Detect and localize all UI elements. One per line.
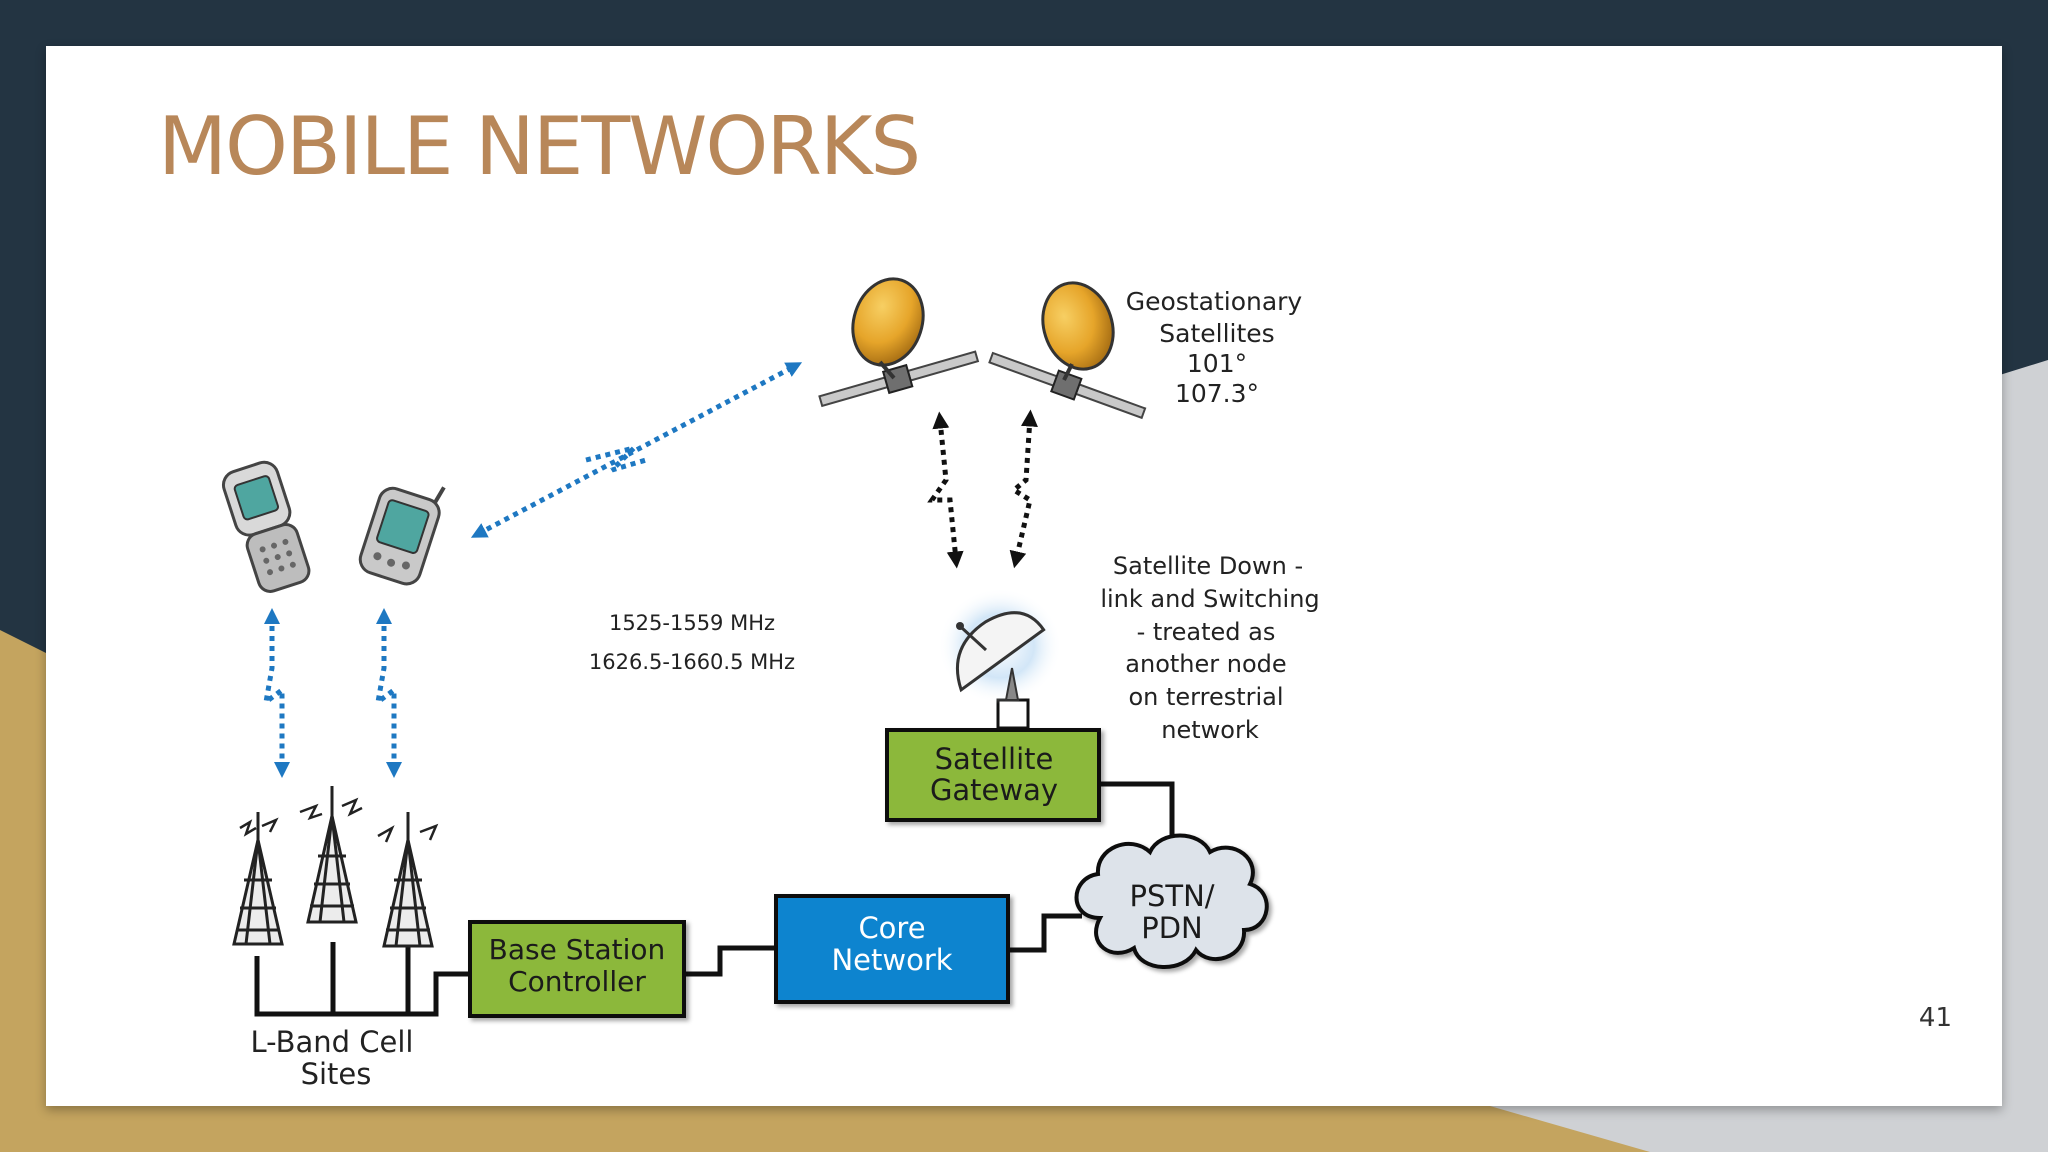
pstn-label-line1: PSTN/ [1129,879,1214,913]
satellite-dish-icon [938,588,1062,704]
cell-tower-icon [377,812,439,948]
base-station-controller-box: Base Station Controller [468,920,686,1018]
satellite-gateway-links [927,409,1038,569]
satellites-label: Geostationary Satellites 101° 107.3° [1126,287,1303,408]
core-network-label-line2: Network [831,943,952,977]
satellites-label-line1: Geostationary [1126,287,1303,316]
downlink-label-line4: another node [1125,650,1286,678]
frequency-label-line2: 1626.5-1660.5 MHz [589,650,795,674]
link-tower-1 [254,956,408,1017]
frequency-label: 1525-1559 MHz 1626.5-1660.5 MHz [589,611,795,674]
core-network-label-line1: Core [858,911,925,945]
cell-tower-icon [232,812,284,946]
flip-phone-icon [221,460,311,593]
base-station-label-line2: Controller [508,965,646,998]
satellites-label-line2: Satellites [1159,319,1274,348]
link-core-pstn [1008,913,1082,953]
satellite-gateway-label-line2: Gateway [930,773,1058,807]
page-number: 41 [1918,1003,1952,1033]
phone1-tower-link [262,607,291,779]
phone2-tower-link [374,607,403,779]
uplink-2 [1009,409,1038,569]
cloud-icon: PSTN/ PDN [1074,833,1269,969]
pstn-label-line2: PDN [1141,911,1203,945]
satellites-label-line4: 107.3° [1175,379,1259,408]
network-links [254,698,1175,1017]
cell-sites-label-line2: Sites [301,1057,372,1091]
downlink-label-line1: Satellite Down - [1113,552,1303,580]
slide [46,46,2002,1106]
downlink-label: Satellite Down - link and Switching - tr… [1100,552,1319,744]
downlink-label-line3: - treated as [1137,618,1276,646]
cell-tower-icon [299,786,363,924]
cell-sites-label-line1: L-Band Cell [251,1025,414,1059]
satellite-icon [988,281,1147,420]
satellite-phone-link [470,362,803,538]
dish-base [996,698,1030,730]
radio-links [262,362,803,779]
uplink-1 [927,411,964,569]
satellite-gateway-box: Satellite Gateway [885,728,1101,822]
core-network-box: Core Network [774,894,1010,1004]
link-bsc-core [684,945,776,977]
satellites-label-line3: 101° [1187,349,1247,378]
lightning-zigzag [585,443,647,473]
link-gateway-pstn [1100,781,1175,856]
base-station-label-line1: Base Station [489,933,666,966]
slide-title: MOBILE NETWORKS [158,100,921,193]
downlink-label-line2: link and Switching [1100,585,1319,613]
downlink-label-line5: on terrestrial [1128,683,1283,711]
link-towers-bsc [405,946,470,1017]
pda-phone-icon [358,486,446,586]
downlink-label-line6: network [1161,716,1259,744]
satellite-gateway-label-line1: Satellite [935,742,1054,776]
satellite-icon [818,277,980,408]
cell-sites-label: L-Band Cell Sites [251,1025,414,1091]
frequency-label-line1: 1525-1559 MHz [609,611,775,635]
